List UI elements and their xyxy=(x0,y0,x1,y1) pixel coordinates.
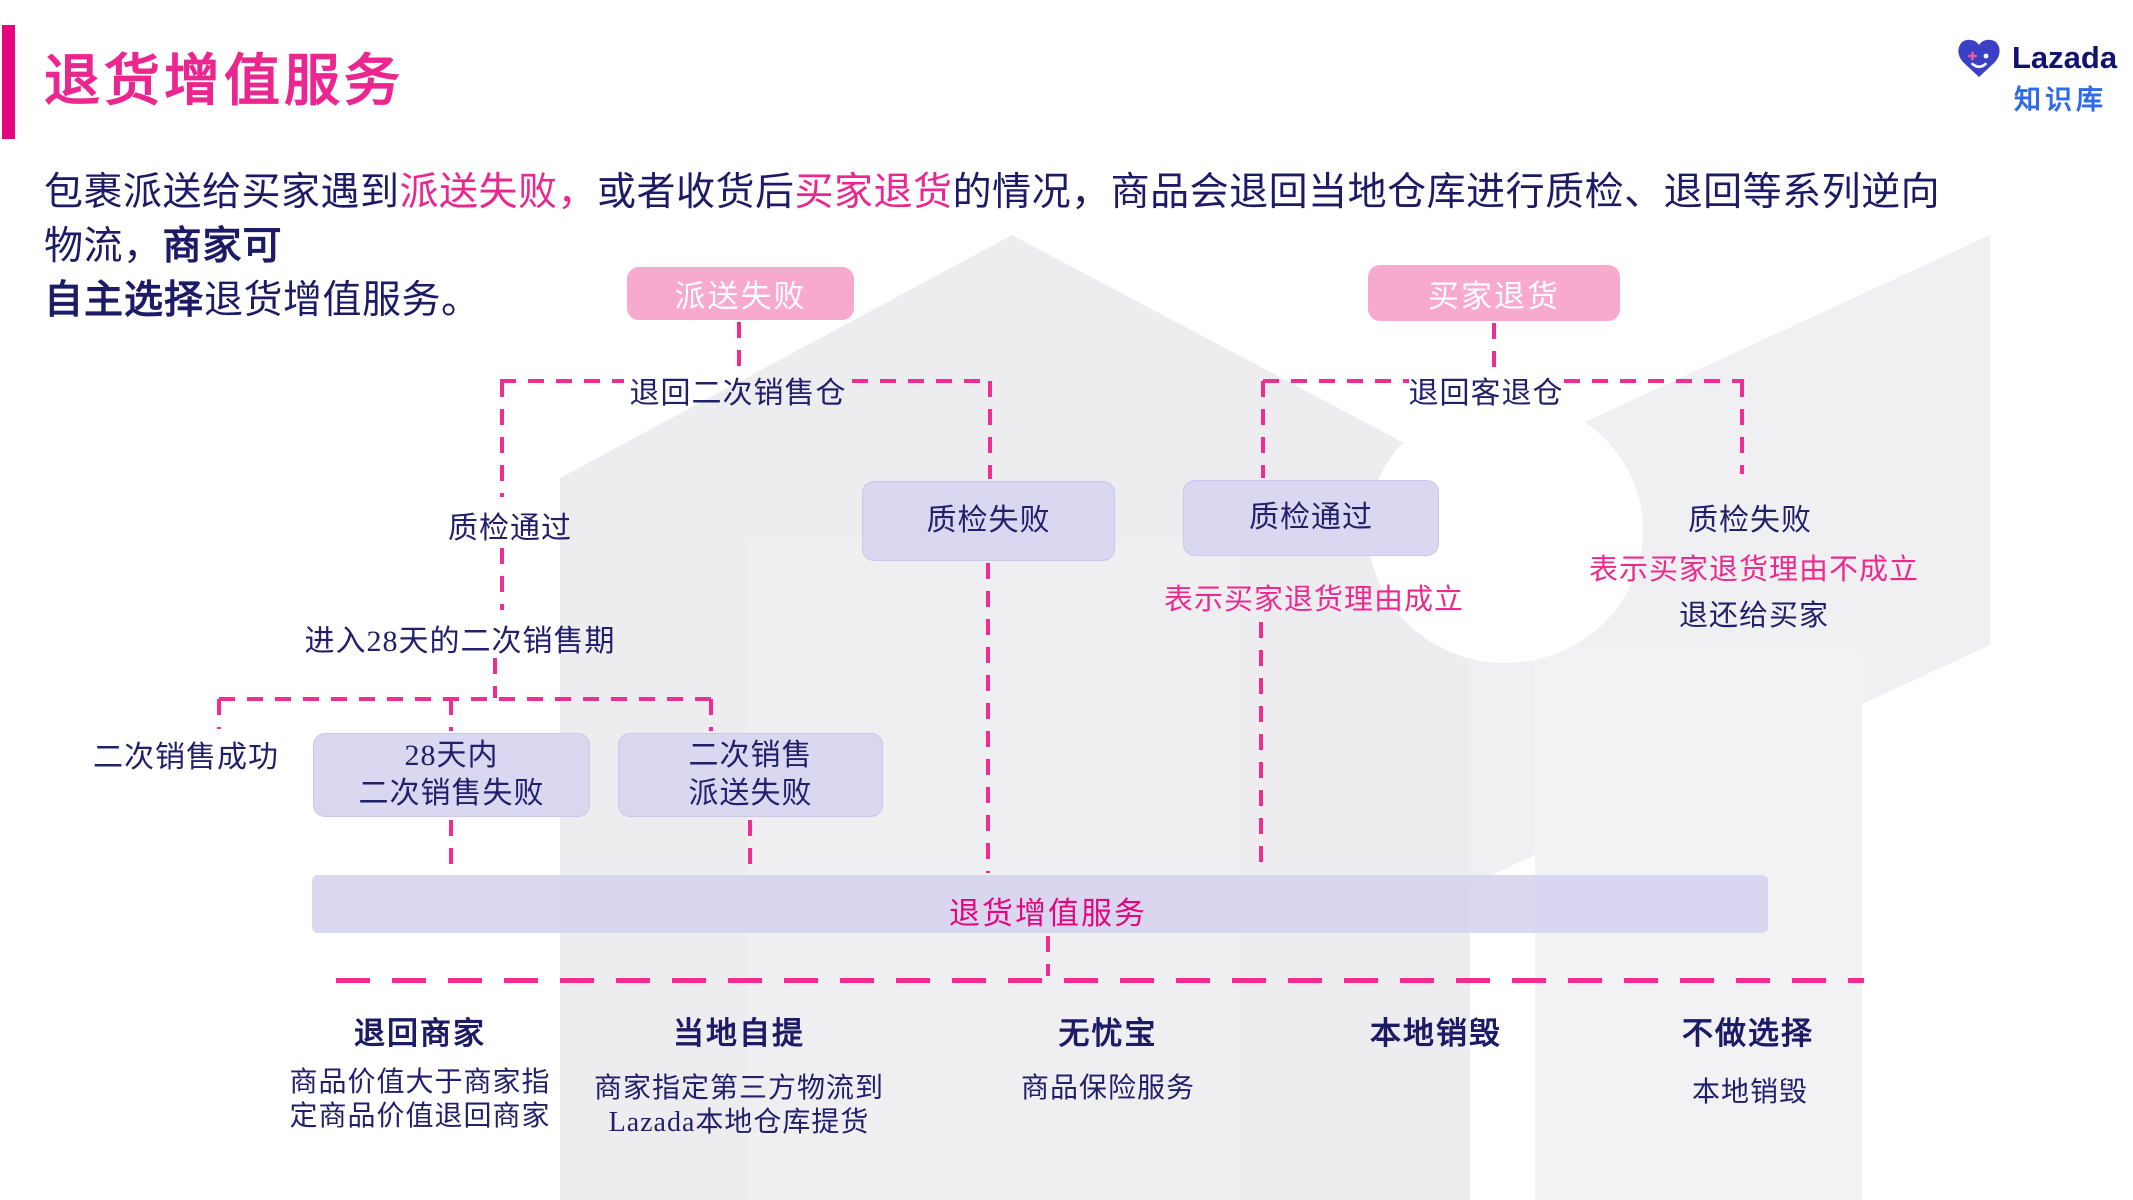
title-accent-bar xyxy=(2,25,15,139)
vas-bar-label: 退货增值服务 xyxy=(949,896,1147,931)
option-desc-worry-free: 商品保险服务 xyxy=(1021,1072,1195,1106)
connector-qc-pass-left-down2 xyxy=(500,548,504,610)
connector-delivery-failed-down xyxy=(737,322,741,372)
node-return-customer-warehouse: 退回客退仓 xyxy=(1408,377,1564,410)
intro-run-5: 的情况，商品会退回当地仓库进行质检、退回等系列逆向物流， xyxy=(44,171,1941,268)
intro-run-8: 退货增值服务。 xyxy=(204,279,481,322)
page-title: 退货增值服务 xyxy=(44,51,404,113)
node-resale-period: 进入28天的二次销售期 xyxy=(304,625,616,658)
node-resale-fail-line2: 二次销售失败 xyxy=(358,777,545,810)
option-desc-local-pickup: 商家指定第三方物流到 Lazada本地仓库提货 xyxy=(594,1072,884,1140)
intro-run-4-highlight: 买家退货 xyxy=(794,171,953,214)
node-buyer-return-label: 买家退货 xyxy=(1428,278,1560,314)
intro-run-6-bold: 商家可 xyxy=(162,225,283,268)
intro-run-2-highlight: 派送失败， xyxy=(399,171,598,214)
intro-run-1: 包裹派送给买家遇到 xyxy=(44,171,400,214)
option-desc-return-to-seller-line1: 商品价值大于商家指 xyxy=(289,1067,551,1098)
connector-resale-period-down xyxy=(493,658,497,698)
connector-qc-pass-right-elbow xyxy=(1261,381,1265,478)
lazada-logo: Lazada 知识库 xyxy=(1954,34,2124,124)
connector-qc-fail-left-down xyxy=(986,563,990,873)
node-resale-delivery-fail-line2: 派送失败 xyxy=(688,777,813,810)
option-label-local-pickup: 当地自提 xyxy=(673,1016,805,1051)
connector-resale-fail-down xyxy=(449,820,453,873)
option-desc-return-to-seller: 商品价值大于商家指 定商品价值退回商家 xyxy=(289,1066,550,1134)
option-desc-local-pickup-line1: 商家指定第三方物流到 xyxy=(593,1073,885,1104)
node-delivery-failed: 派送失败 xyxy=(627,267,854,320)
connector-bracket-left-drop xyxy=(217,699,221,729)
node-qc-fail-left-label: 质检失败 xyxy=(926,504,1051,537)
connector-bracket-horizontal xyxy=(219,697,713,701)
node-qc-pass-left: 质检通过 xyxy=(448,512,572,545)
node-resale-success: 二次销售成功 xyxy=(93,741,279,774)
node-return-resale-warehouse: 退回二次销售仓 xyxy=(629,377,847,410)
node-buyer-return: 买家退货 xyxy=(1368,265,1620,321)
node-resale-fail-28d: 28天内 二次销售失败 xyxy=(313,733,590,817)
connector-qc-pass-left-down xyxy=(500,381,504,497)
node-qc-pass-right: 质检通过 xyxy=(1183,480,1439,556)
node-qc-fail-left: 质检失败 xyxy=(862,481,1115,561)
connector-qc-fail-right-elbow xyxy=(1740,381,1744,474)
option-desc-return-to-seller-line2: 定商品价值退回商家 xyxy=(289,1101,551,1132)
node-resale-delivery-fail-line1: 二次销售 xyxy=(688,739,813,772)
connector-options-horizontal xyxy=(336,978,1864,983)
intro-run-7-bold: 自主选择 xyxy=(44,279,205,322)
connector-resale-wh-right xyxy=(852,379,992,383)
intro-run-3: 或者收货后 xyxy=(597,171,795,214)
option-desc-local-pickup-line2: Lazada本地仓库提货 xyxy=(608,1107,870,1138)
connector-bracket-mid-drop xyxy=(449,699,453,731)
note-reason-valid: 表示买家退货理由成立 xyxy=(1163,584,1465,616)
node-return-to-buyer: 退还给买家 xyxy=(1678,600,1830,632)
note-reason-invalid: 表示买家退货理由不成立 xyxy=(1588,554,1920,586)
connector-resale-wh-left xyxy=(500,379,624,383)
knowledge-base-label: 知识库 xyxy=(2014,85,2107,115)
node-resale-delivery-fail: 二次销售 派送失败 xyxy=(618,733,883,817)
connector-qc-pass-right-down xyxy=(1259,622,1263,873)
option-label-local-destroy: 本地销毁 xyxy=(1370,1016,1502,1051)
connector-customer-wh-left xyxy=(1263,379,1409,383)
connector-bracket-right-drop xyxy=(709,699,713,731)
option-label-worry-free: 无忧宝 xyxy=(1058,1016,1158,1051)
connector-customer-wh-right xyxy=(1564,379,1744,383)
lazada-wordmark: Lazada xyxy=(2012,40,2118,75)
connector-vas-bar-down xyxy=(1046,936,1050,976)
connector-qc-fail-left-elbow xyxy=(988,381,992,479)
node-resale-fail-line1: 28天内 xyxy=(404,739,499,772)
node-qc-fail-right: 质检失败 xyxy=(1688,504,1812,537)
lazada-heart-icon xyxy=(1958,39,2000,77)
connector-buyer-return-down xyxy=(1492,323,1496,372)
option-desc-no-choice-line1: 本地销毁 xyxy=(1691,1077,1809,1108)
option-desc-worry-free-line1: 商品保险服务 xyxy=(1020,1073,1196,1104)
vas-bar xyxy=(312,875,1768,933)
connector-resale-delivery-fail-down xyxy=(748,820,752,873)
node-delivery-failed-label: 派送失败 xyxy=(674,279,807,314)
option-label-no-choice: 不做选择 xyxy=(1682,1016,1814,1051)
option-label-return-to-seller: 退回商家 xyxy=(354,1016,486,1051)
intro-paragraph: 包裹派送给买家遇到派送失败，或者收货后买家退货的情况，商品会退回当地仓库进行质检… xyxy=(44,166,1979,328)
option-desc-no-choice: 本地销毁 xyxy=(1692,1076,1808,1110)
node-qc-pass-right-label: 质检通过 xyxy=(1249,501,1373,534)
